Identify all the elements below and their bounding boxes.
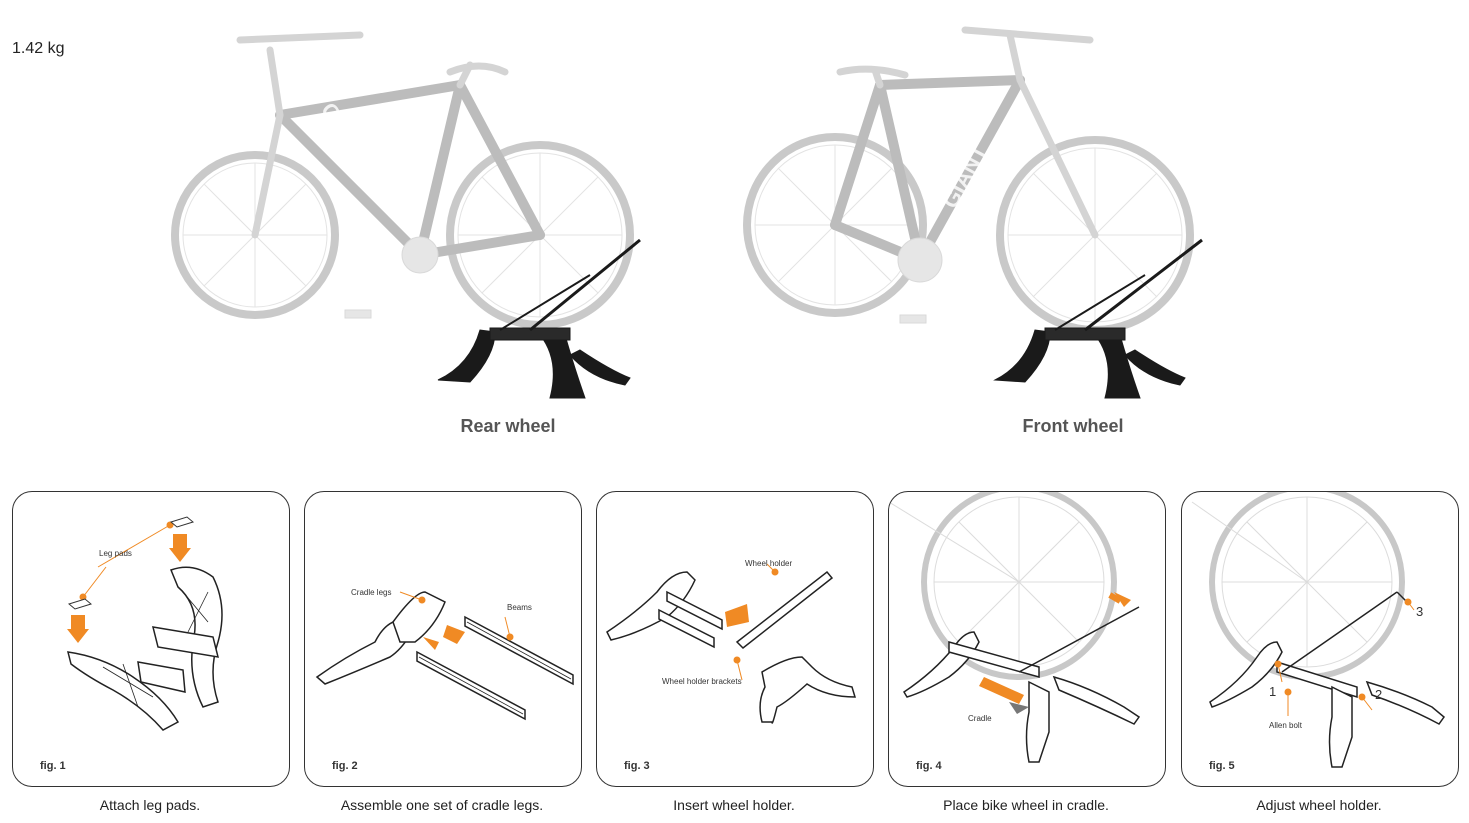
- step-caption-fig-2: Assemble one set of cradle legs.: [340, 797, 544, 813]
- callout-leg-pads: Leg pads: [99, 549, 132, 558]
- svg-text:GIANT: GIANT: [937, 140, 991, 213]
- fig-label: fig. 4: [916, 760, 942, 772]
- weight-label: 1.42 kg: [12, 40, 65, 57]
- hero-front-wheel-illustration: GIANT: [740, 10, 1220, 410]
- step-caption-fig-3: Insert wheel holder.: [673, 797, 795, 813]
- callout-number-1: 1: [1269, 684, 1277, 699]
- callout-number-2: 2: [1375, 687, 1383, 702]
- step-panel-fig-2: Cradle legs Beams fig. 2: [304, 491, 582, 787]
- callout-beams: Beams: [507, 603, 532, 612]
- hero-rear-wheel-illustration: GIANT: [170, 10, 650, 410]
- callout-cradle: Cradle: [968, 714, 992, 723]
- step-caption-fig-4: Place bike wheel in cradle.: [943, 797, 1109, 813]
- rear-wheel-caption: Rear wheel: [460, 416, 556, 436]
- fig-label: fig. 2: [332, 760, 358, 772]
- callout-cradle-legs: Cradle legs: [351, 588, 392, 597]
- fig-label: fig. 1: [40, 760, 66, 772]
- step-caption-fig-5: Adjust wheel holder.: [1256, 797, 1382, 813]
- front-wheel-caption: Front wheel: [1022, 416, 1124, 436]
- fig-label: fig. 5: [1209, 760, 1235, 772]
- step-panel-fig-3: Wheel holder Wheel holder brackets fig. …: [596, 491, 874, 787]
- step-panel-fig-5: Allen bolt 1 2 3 fig. 5: [1181, 491, 1459, 787]
- step-panel-fig-4: Cradle fig. 4: [888, 491, 1166, 787]
- step-caption-fig-1: Attach leg pads.: [99, 797, 201, 813]
- callout-wheel-holder-brackets: Wheel holder brackets: [662, 677, 742, 686]
- callout-wheel-holder: Wheel holder: [745, 559, 793, 568]
- fig-label: fig. 3: [624, 760, 650, 772]
- step-panel-fig-1: Leg pads fig. 1: [12, 491, 290, 787]
- callout-number-3: 3: [1416, 604, 1424, 619]
- callout-allen-bolt: Allen bolt: [1269, 721, 1302, 730]
